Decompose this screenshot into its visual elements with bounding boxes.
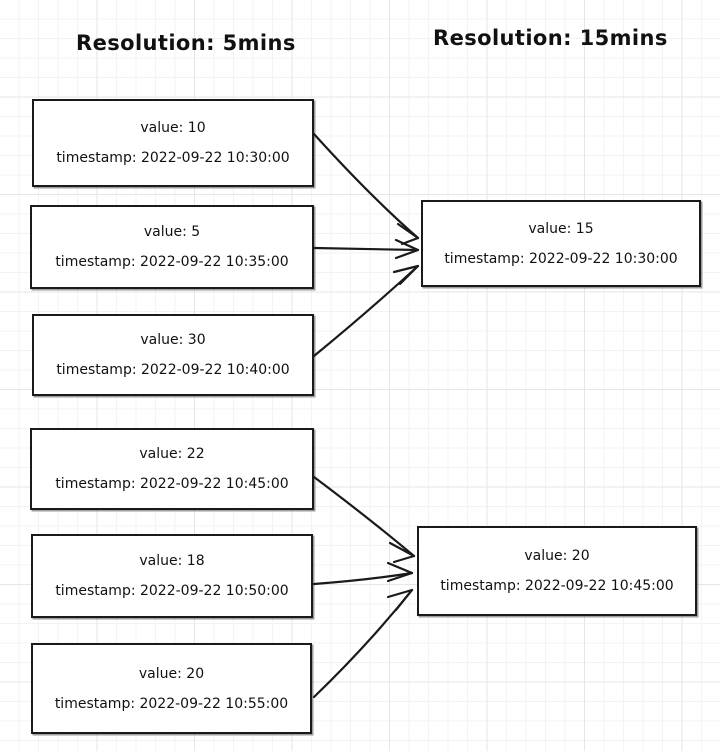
node-value-label: value: 5 <box>143 224 201 240</box>
source-node-0[interactable]: value: 10 timestamp: 2022-09-22 10:30:00 <box>32 99 314 187</box>
source-node-2[interactable]: value: 30 timestamp: 2022-09-22 10:40:00 <box>32 314 314 396</box>
target-node-0[interactable]: value: 15 timestamp: 2022-09-22 10:30:00 <box>421 200 701 287</box>
edge-source1-to-target0 <box>312 238 420 260</box>
node-timestamp-label: timestamp: 2022-09-22 10:35:00 <box>55 254 289 270</box>
node-value-label: value: 20 <box>138 665 205 682</box>
source-node-4[interactable]: value: 18 timestamp: 2022-09-22 10:50:00 <box>31 534 313 618</box>
node-timestamp-label: timestamp: 2022-09-22 10:45:00 <box>440 578 674 594</box>
node-value-label: value: 30 <box>140 332 206 348</box>
edge-source3-to-target1 <box>312 475 416 564</box>
column-title-left: Resolution: 5mins <box>76 31 296 55</box>
edge-source2-to-target0 <box>312 264 420 358</box>
node-timestamp-label: timestamp: 2022-09-22 10:40:00 <box>56 362 290 378</box>
node-timestamp-label: timestamp: 2022-09-22 10:30:00 <box>56 150 290 166</box>
node-timestamp-label: timestamp: 2022-09-22 10:30:00 <box>444 250 678 267</box>
node-value-label: value: 15 <box>528 220 594 237</box>
target-node-1[interactable]: value: 20 timestamp: 2022-09-22 10:45:00 <box>417 526 697 616</box>
node-value-label: value: 18 <box>139 553 205 569</box>
node-value-label: value: 10 <box>140 120 206 136</box>
column-title-right: Resolution: 15mins <box>433 26 668 50</box>
node-value-label: value: 20 <box>524 548 590 564</box>
node-timestamp-label: timestamp: 2022-09-22 10:50:00 <box>55 583 289 599</box>
source-node-3[interactable]: value: 22 timestamp: 2022-09-22 10:45:00 <box>30 428 314 510</box>
edge-source0-to-target0 <box>312 132 420 246</box>
node-value-label: value: 22 <box>139 446 205 462</box>
edge-source5-to-target1 <box>312 588 414 699</box>
source-node-5[interactable]: value: 20 timestamp: 2022-09-22 10:55:00 <box>31 643 312 734</box>
source-node-1[interactable]: value: 5 timestamp: 2022-09-22 10:35:00 <box>30 205 314 289</box>
node-timestamp-label: timestamp: 2022-09-22 10:55:00 <box>54 695 289 712</box>
node-timestamp-label: timestamp: 2022-09-22 10:45:00 <box>55 476 289 492</box>
edge-source4-to-target1 <box>312 561 414 586</box>
